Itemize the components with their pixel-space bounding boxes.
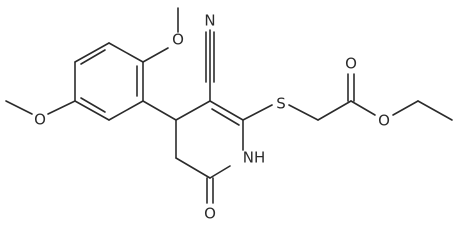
atom-labels: O O N S O O NH O [34, 12, 390, 223]
oxygen-label: O [378, 112, 390, 130]
bond [175, 157, 211, 179]
nitrogen-label: N [204, 12, 215, 30]
bond [142, 47, 169, 63]
bond [288, 104, 319, 121]
bond [209, 165, 231, 179]
sulfur-label: S [276, 95, 286, 113]
bond [175, 100, 211, 121]
bond [5, 100, 33, 115]
bond [211, 108, 240, 126]
bond [74, 100, 110, 121]
bond [47, 100, 76, 115]
bond [142, 100, 177, 121]
bond [417, 100, 453, 121]
bond [108, 100, 144, 121]
bond [80, 49, 106, 65]
oxygen-label: O [34, 111, 46, 129]
oxygen-label: O [172, 31, 184, 49]
bond [74, 42, 110, 63]
bond [209, 100, 244, 121]
bond [392, 100, 419, 116]
oxygen-label: O [345, 55, 357, 73]
bond [317, 100, 352, 121]
nh-label: NH [243, 149, 266, 167]
molecule-structure: O O N S O O NH O [5, 7, 453, 223]
bonds [5, 7, 453, 204]
oxygen-label: O [204, 205, 216, 223]
bond [108, 42, 144, 63]
bond [242, 104, 273, 121]
bond [350, 100, 376, 116]
bond [80, 97, 106, 113]
